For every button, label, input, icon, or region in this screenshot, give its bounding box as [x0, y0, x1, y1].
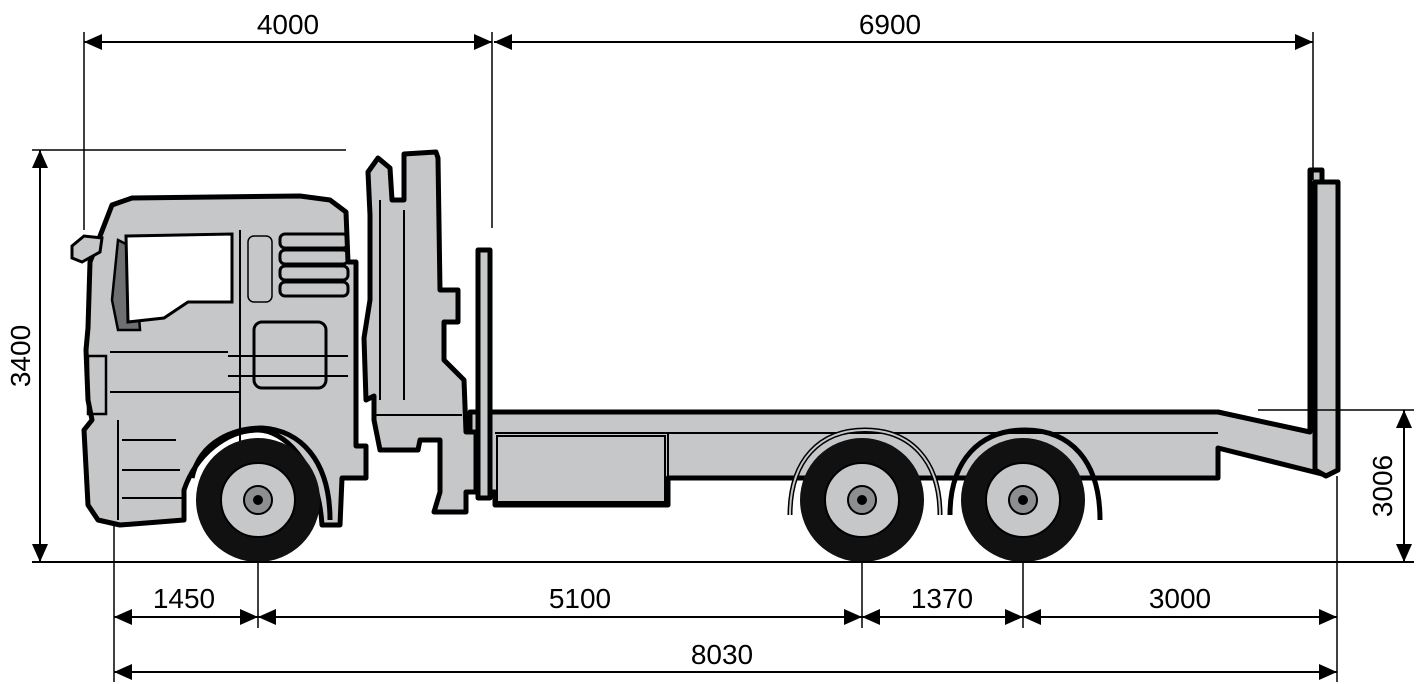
front-mudguard — [189, 425, 333, 521]
dim-label-wheelbase: 5100 — [549, 583, 611, 614]
dim-deck-length: 6900 — [494, 9, 1314, 180]
truck-illustration — [70, 149, 1341, 562]
dim-label-deck-length: 6900 — [859, 9, 921, 40]
mirror — [70, 234, 104, 264]
dim-overall-height: 3400 — [5, 149, 346, 562]
dim-front-overhang: 1450 — [114, 583, 258, 625]
dim-overall-length: 8030 — [114, 639, 1337, 680]
storage-box — [496, 435, 666, 503]
cab-handle — [247, 235, 273, 303]
rear-wheel-2 — [961, 438, 1085, 562]
dim-wheelbase: 5100 — [258, 583, 862, 625]
rear-wheel-1 — [800, 438, 924, 562]
dim-tandem-spacing: 1370 — [862, 583, 1023, 625]
ramp-post — [1312, 179, 1341, 479]
dim-label-deck-height: 3006 — [1367, 455, 1398, 517]
rear-mudguard-1-inner — [789, 428, 941, 516]
dim-label-tandem-spacing: 1370 — [911, 583, 973, 614]
dim-deck-height: 3006 — [1258, 409, 1414, 562]
crane-column — [361, 149, 479, 515]
dim-label-front-overhang: 1450 — [153, 583, 215, 614]
front-wheel — [196, 438, 320, 562]
dim-rear-overhang: 3000 — [1023, 583, 1337, 625]
dim-label-overall-length: 8030 — [691, 639, 753, 670]
dim-label-rear-overhang: 3000 — [1149, 583, 1211, 614]
front-bulkhead — [475, 247, 493, 501]
dim-crane-span: 4000 — [83, 9, 493, 230]
dim-label-overall-height: 3400 — [5, 325, 36, 387]
dim-label-crane-span: 4000 — [257, 9, 319, 40]
headlight — [86, 354, 108, 416]
rear-mudguard-2 — [947, 427, 1103, 521]
side-window — [124, 232, 234, 324]
cab-vents — [278, 232, 350, 298]
